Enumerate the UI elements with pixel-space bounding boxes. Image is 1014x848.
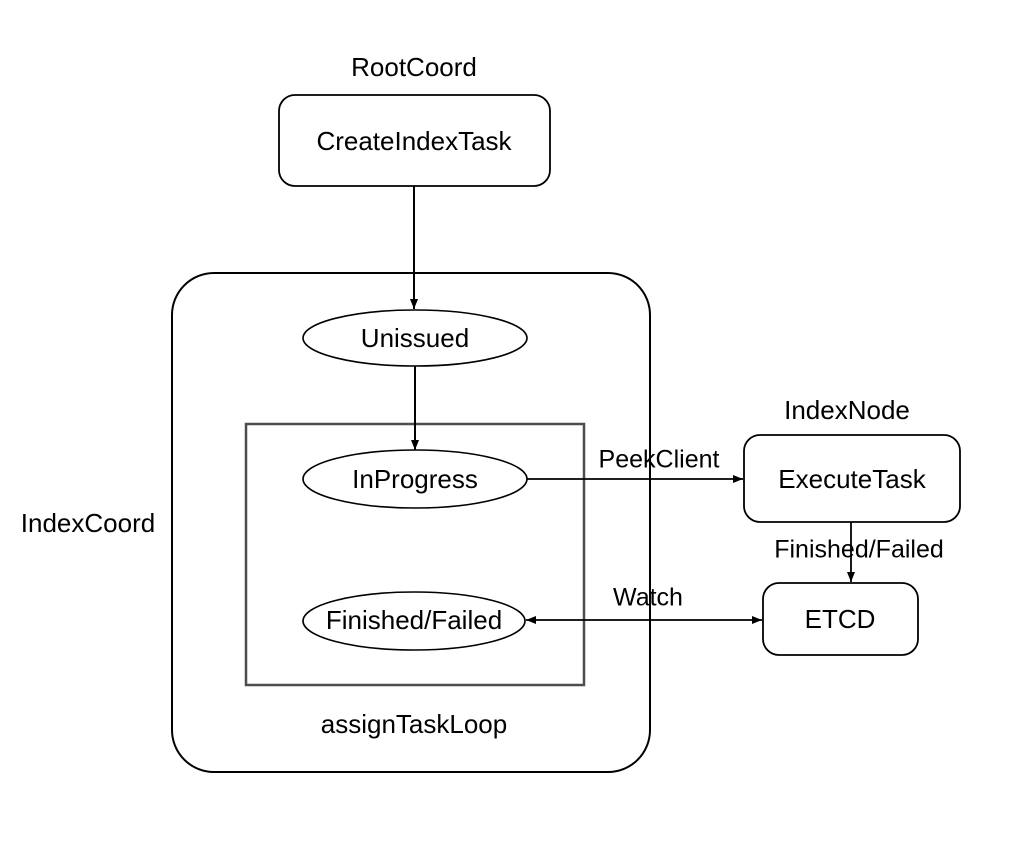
node-unissued-shape[interactable] <box>302 309 528 367</box>
group-indexcoord-border <box>171 272 651 773</box>
node-in-progress-shape[interactable] <box>302 449 528 509</box>
node-etcd-shape[interactable] <box>762 582 919 656</box>
node-finished-failed-shape[interactable] <box>302 591 526 651</box>
node-execute-task-shape[interactable] <box>743 434 961 523</box>
node-create-index-task-shape[interactable] <box>278 94 551 187</box>
